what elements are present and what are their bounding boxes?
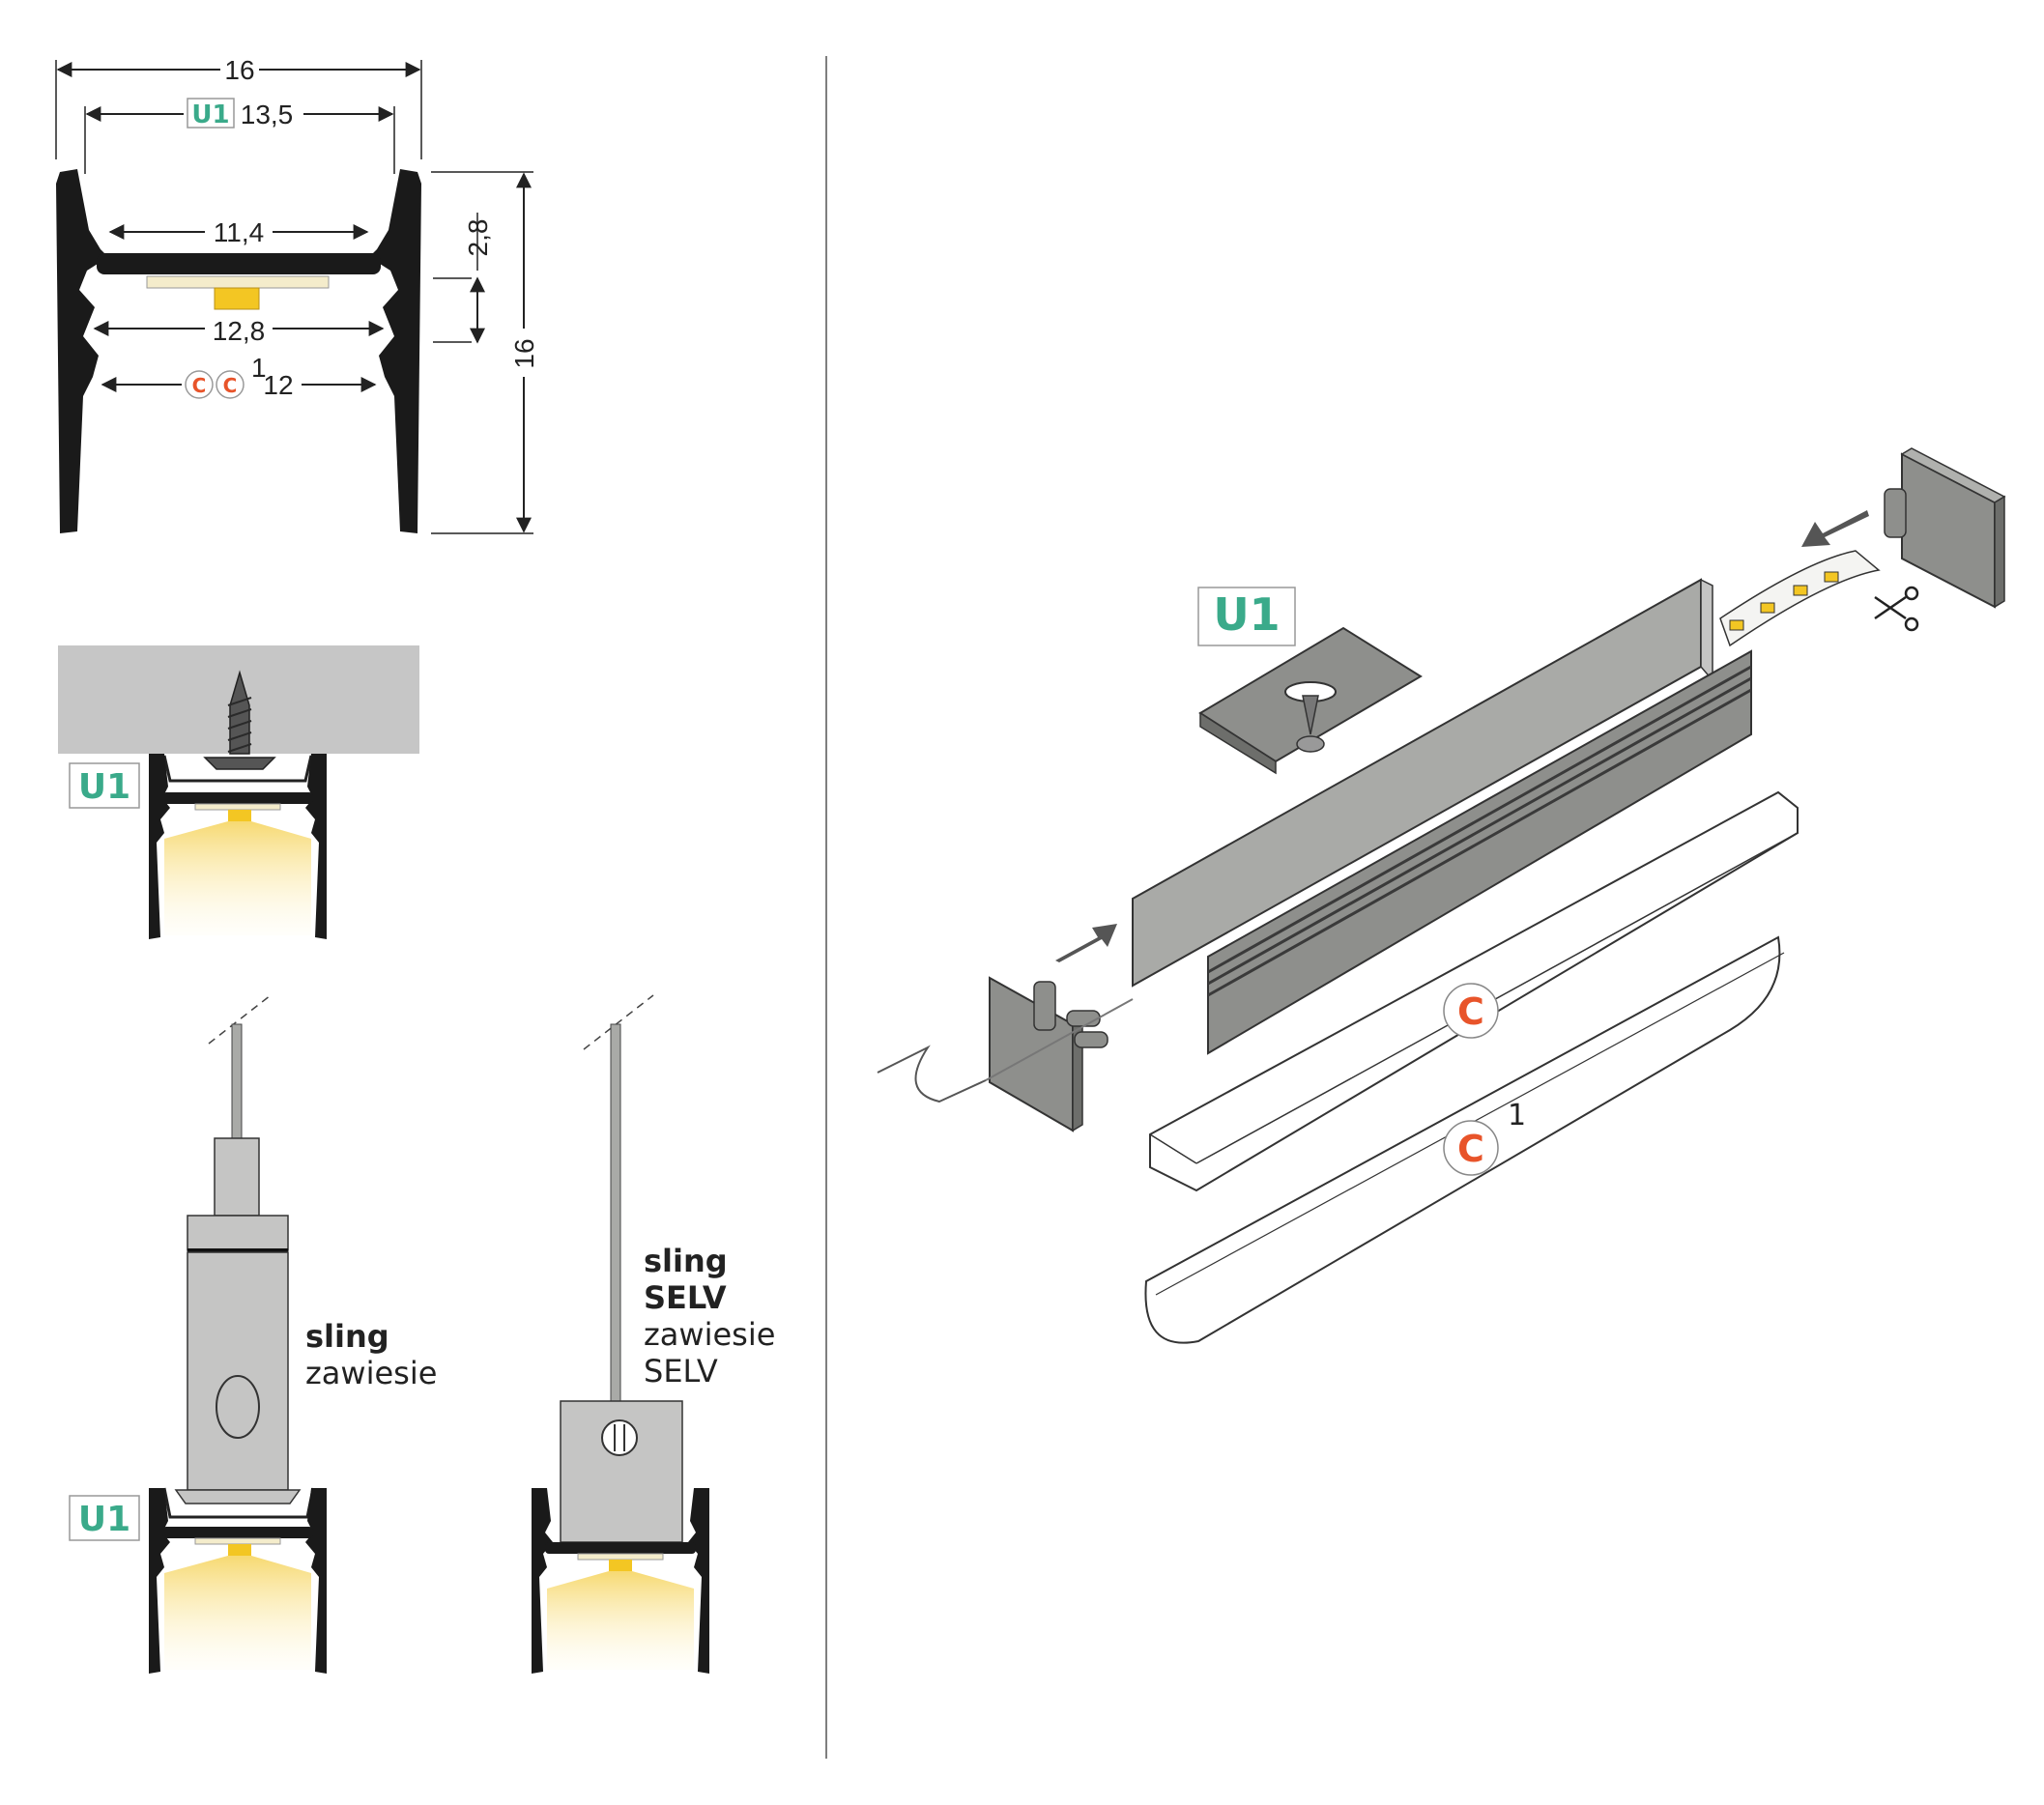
dim-u1-width: 13,5 <box>241 100 294 129</box>
mounted-profile-right <box>305 754 327 939</box>
selv-label-title-2: SELV <box>644 1279 727 1316</box>
cover-c1-superscript: 1 <box>1508 1099 1526 1132</box>
selv-screw-icon <box>601 1419 638 1456</box>
dim-height: 16 <box>509 338 539 368</box>
cover-badge-superscript: 1 <box>251 353 267 383</box>
end-cap-right-peg <box>1884 488 1907 538</box>
sling-top-sleeve <box>214 1137 260 1217</box>
cover-c1-edge <box>1145 936 1779 1282</box>
sling-foot <box>174 1489 302 1504</box>
end-cap-right-side <box>1994 495 2005 609</box>
u1-badge-box <box>187 98 235 129</box>
profile-cross-section: 16 U1 13,5 11,4 12,8 C C 1 12 2,8 <box>55 53 539 534</box>
led-strip <box>146 275 330 289</box>
label-bg <box>220 53 259 84</box>
led-chip <box>214 287 260 310</box>
sling-u1-badge: U1 <box>78 1500 130 1539</box>
sling-label-subtitle: zawiesie <box>305 1355 437 1391</box>
clip-screw-icon <box>1302 695 1319 735</box>
cover-badge-c1 <box>216 370 245 399</box>
selv-profile-base <box>545 1542 696 1554</box>
cover-badge-c-letter: C <box>192 374 207 397</box>
selv-profile-right <box>688 1488 709 1674</box>
profile-right-wall <box>369 169 421 533</box>
sling-led-strip <box>194 1537 281 1545</box>
sling-mount-view: U1 sling zawiesie <box>69 994 437 1674</box>
sling-u1-badge-box <box>69 1495 140 1541</box>
sling-profile-base <box>162 1527 313 1538</box>
u1-badge: U1 <box>191 100 229 129</box>
sling-label-title: sling <box>305 1318 389 1355</box>
sling-cap <box>187 1215 289 1251</box>
insert-arrow-left-icon <box>1055 924 1117 962</box>
screw-thread <box>227 697 252 753</box>
cover-c1-letter: C <box>1457 1128 1484 1170</box>
dim-cover-width: 12 <box>263 370 293 400</box>
cover-c1-badge <box>1443 1120 1499 1176</box>
label-bg <box>205 215 273 245</box>
profile-base <box>97 253 381 274</box>
mounted-profile-base <box>162 792 313 804</box>
exploded-profile-side <box>1207 649 1752 1055</box>
cover-c-edge <box>1195 832 1799 1164</box>
selv-led-strip <box>577 1553 664 1561</box>
mounted-led-strip <box>194 803 281 811</box>
light-beam <box>164 821 311 935</box>
selv-cut-mark <box>583 994 654 1050</box>
sling-led-chip <box>228 1544 251 1556</box>
led-chips <box>1729 571 1839 631</box>
screw-head <box>203 757 276 770</box>
insert-arrow-right-icon <box>1801 510 1869 547</box>
dim-inner-mid: 12,8 <box>213 316 266 346</box>
clip-edge <box>1199 711 1277 775</box>
exploded-profile-right-edge <box>1700 578 1713 683</box>
profile-grooves <box>1207 665 1752 997</box>
profile-left-wall <box>56 169 108 533</box>
dim-inner-top: 11,4 <box>214 217 264 247</box>
exploded-u1-badge: U1 <box>1213 588 1280 641</box>
selv-label-title-1: sling <box>644 1243 728 1279</box>
selv-profile-left <box>532 1488 553 1674</box>
cover-c-badge <box>1443 983 1499 1039</box>
cover-badge-c1-letter: C <box>223 374 238 397</box>
selv-label-subtitle-2: SELV <box>644 1353 718 1390</box>
power-cable <box>877 1045 987 1103</box>
mounted-profile-left <box>149 754 170 939</box>
exploded-led-strip <box>1719 550 1881 647</box>
end-cap-left-pin <box>1066 1010 1101 1027</box>
sling-light-beam <box>164 1556 311 1670</box>
sling-body <box>187 1251 289 1491</box>
ceiling-u1-badge-box <box>69 762 140 809</box>
mounted-led-chip <box>228 810 251 821</box>
exploded-u1-badge-box <box>1197 587 1296 646</box>
u1-clip <box>162 755 313 783</box>
sling-profile-right <box>305 1488 327 1674</box>
scissors-icon <box>1874 586 1919 632</box>
clip-screw-head <box>1296 735 1325 753</box>
sling-profile-left <box>149 1488 170 1674</box>
sling-wire <box>231 1023 243 1141</box>
selv-led-chip <box>609 1560 632 1571</box>
sling-knob-icon <box>216 1375 260 1439</box>
end-cap-left-peg <box>1033 981 1056 1031</box>
cover-c-edge <box>1149 1133 1197 1164</box>
dim-depth-small: 2,8 <box>463 219 493 257</box>
dim-total-width: 16 <box>224 55 254 85</box>
selv-light-beam <box>547 1571 694 1670</box>
exploded-view: U1 <box>877 447 2006 1344</box>
power-cable-2 <box>985 998 1134 1081</box>
cover-badge-c <box>185 370 214 399</box>
end-cap-left-pin <box>1074 1031 1108 1048</box>
cover-c-letter: C <box>1457 990 1484 1033</box>
label-bg <box>205 315 273 346</box>
selv-label-subtitle-1: zawiesie <box>644 1316 775 1353</box>
ceiling-mount-view: U1 <box>58 645 419 939</box>
sling-selv-mount-view: sling SELV zawiesie SELV <box>532 994 775 1674</box>
selv-wire <box>610 1023 621 1402</box>
label-bg <box>508 329 539 377</box>
ceiling-u1-badge: U1 <box>78 767 130 807</box>
